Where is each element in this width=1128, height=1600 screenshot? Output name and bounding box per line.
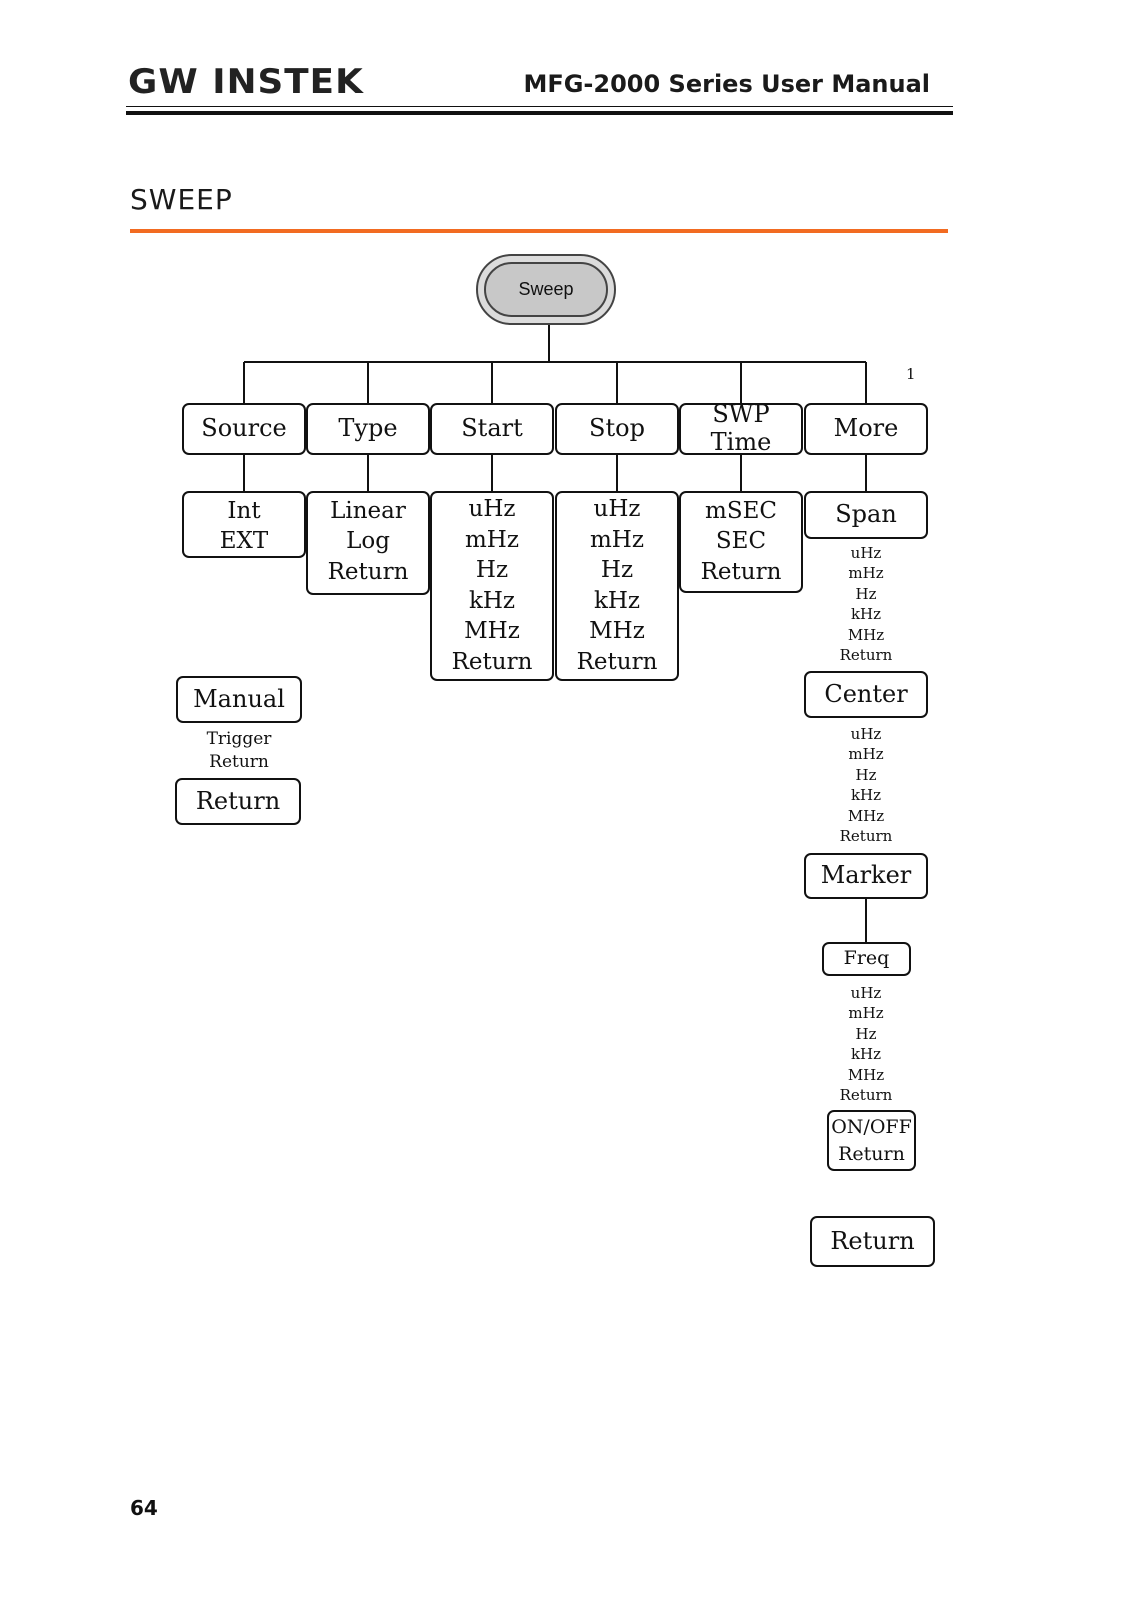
manual-button[interactable]: Manual — [176, 676, 302, 723]
span-unit-khz[interactable]: kHz — [850, 605, 882, 624]
span-unit-uhz[interactable]: uHz — [850, 544, 882, 562]
stop-unit-hz[interactable]: Hz — [600, 557, 634, 583]
stop-unit-uhz[interactable]: uHz — [593, 496, 641, 522]
section-title: SWEEP — [130, 183, 233, 216]
marker-onoff-toggle[interactable]: ON/OFF — [831, 1115, 912, 1138]
menu-type[interactable]: Type — [306, 403, 430, 455]
menu-swp-time[interactable]: SWP Time — [679, 401, 803, 456]
start-options-box: uHz mHz Hz kHz MHz Return — [430, 491, 554, 681]
type-option-linear[interactable]: Linear — [330, 498, 406, 524]
section-underline — [130, 229, 948, 233]
marker-freq-unit-khz[interactable]: kHz — [850, 1045, 882, 1064]
menu-more[interactable]: More — [804, 403, 928, 455]
span-return[interactable]: Return — [839, 646, 893, 665]
manual-return-button[interactable]: Return — [175, 778, 301, 825]
span-units-list: uHz mHz Hz kHz MHz Return — [806, 543, 926, 665]
type-option-log[interactable]: Log — [346, 528, 390, 555]
type-option-return[interactable]: Return — [327, 558, 409, 585]
swp-time-options-box: mSEC SEC Return — [679, 491, 803, 593]
menu-start[interactable]: Start — [430, 403, 554, 455]
center-unit-khz[interactable]: kHz — [850, 786, 882, 805]
stop-unit-MHz[interactable]: MHz — [589, 618, 645, 644]
stop-unit-mhz[interactable]: mHz — [590, 526, 644, 553]
type-options-box: Linear Log Return — [306, 491, 430, 595]
manual-sub-return[interactable]: Return — [209, 752, 269, 772]
marker-freq-button[interactable]: Freq — [822, 942, 911, 976]
stop-options-box: uHz mHz Hz kHz MHz Return — [555, 491, 679, 681]
swp-time-return[interactable]: Return — [700, 558, 782, 585]
sweep-root-label: Sweep — [484, 262, 608, 317]
more-center-button[interactable]: Center — [804, 671, 928, 718]
stop-unit-khz[interactable]: kHz — [593, 587, 641, 614]
marker-freq-unit-MHz[interactable]: MHz — [847, 1065, 885, 1084]
more-return-button[interactable]: Return — [810, 1216, 935, 1267]
span-unit-MHz[interactable]: MHz — [847, 625, 885, 644]
start-return[interactable]: Return — [451, 648, 533, 675]
page-number: 64 — [130, 1496, 158, 1520]
gw-instek-logo: GW INSTEK — [128, 62, 364, 102]
marker-freq-unit-uhz[interactable]: uHz — [850, 984, 882, 1002]
center-unit-MHz[interactable]: MHz — [847, 806, 885, 825]
source-option-int[interactable]: Int — [227, 498, 261, 524]
marker-freq-unit-hz[interactable]: Hz — [855, 1024, 877, 1043]
marker-freq-units-list: uHz mHz Hz kHz MHz Return — [806, 983, 926, 1105]
more-span-button[interactable]: Span — [804, 491, 928, 539]
stop-return[interactable]: Return — [576, 648, 658, 675]
span-unit-mhz[interactable]: mHz — [848, 564, 884, 583]
marker-freq-return[interactable]: Return — [839, 1086, 893, 1105]
start-unit-MHz[interactable]: MHz — [464, 618, 520, 644]
marker-freq-unit-mhz[interactable]: mHz — [848, 1004, 884, 1023]
manual-title: MFG-2000 Series User Manual — [523, 70, 930, 98]
center-units-list: uHz mHz Hz kHz MHz Return — [806, 724, 926, 846]
page-marker: 1 — [906, 365, 916, 383]
center-unit-mhz[interactable]: mHz — [848, 745, 884, 764]
more-marker-button[interactable]: Marker — [804, 853, 928, 899]
start-unit-uhz[interactable]: uHz — [468, 496, 516, 522]
source-option-ext[interactable]: EXT — [219, 528, 269, 555]
start-unit-khz[interactable]: kHz — [468, 587, 516, 614]
menu-source[interactable]: Source — [182, 403, 306, 455]
header-rule-thin — [126, 106, 953, 107]
swp-time-msec[interactable]: mSEC — [705, 498, 777, 524]
source-options-box: Int EXT — [182, 491, 306, 558]
start-unit-mhz[interactable]: mHz — [465, 526, 519, 553]
swp-time-sec[interactable]: SEC — [715, 528, 767, 555]
manual-sub-list: Trigger Return — [178, 728, 300, 774]
marker-onoff-return[interactable]: Return — [838, 1142, 905, 1165]
center-unit-hz[interactable]: Hz — [855, 765, 877, 784]
sweep-root-button[interactable]: Sweep — [476, 254, 616, 325]
marker-onoff-box: ON/OFF Return — [827, 1110, 916, 1171]
span-unit-hz[interactable]: Hz — [855, 584, 877, 603]
header-rule-thick — [126, 111, 953, 115]
start-unit-hz[interactable]: Hz — [475, 557, 509, 583]
center-return[interactable]: Return — [839, 827, 893, 846]
center-unit-uhz[interactable]: uHz — [850, 725, 882, 743]
menu-stop[interactable]: Stop — [555, 403, 679, 455]
manual-trigger[interactable]: Trigger — [206, 729, 272, 749]
